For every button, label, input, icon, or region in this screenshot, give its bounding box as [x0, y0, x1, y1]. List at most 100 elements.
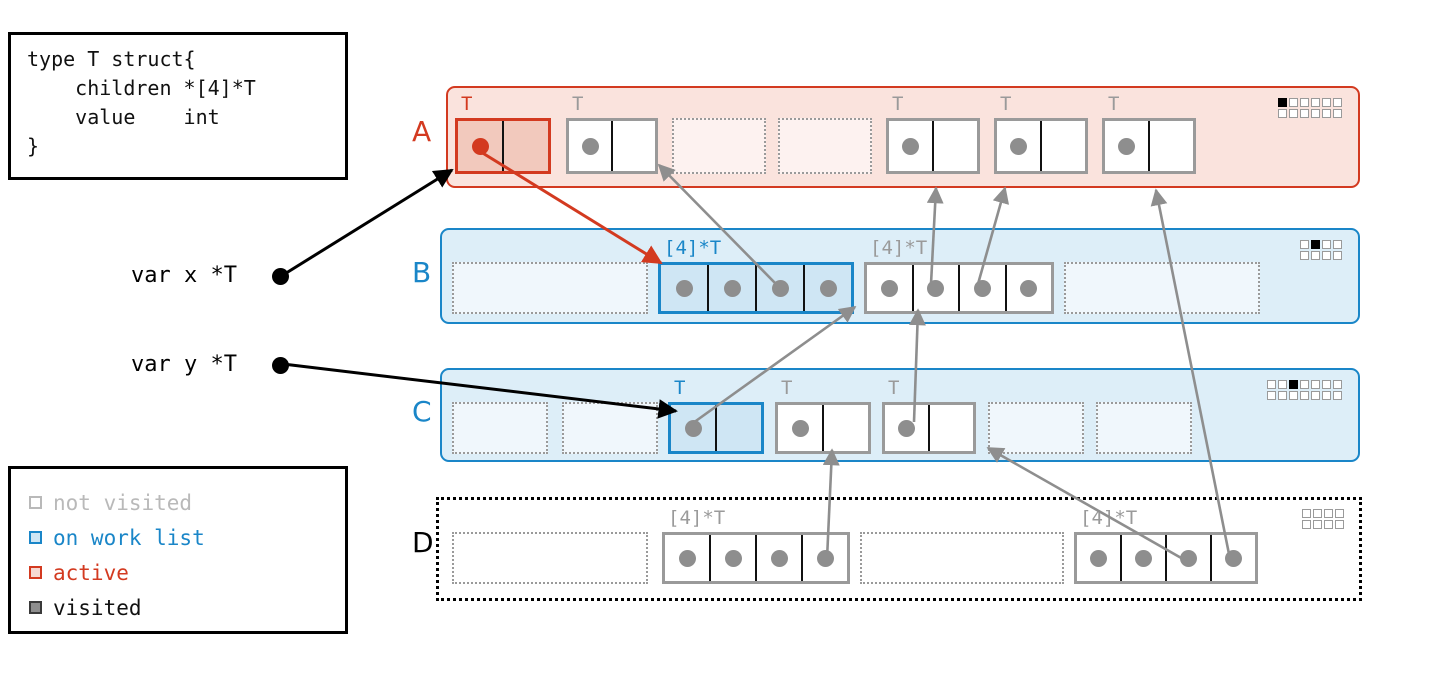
- indicator-cell: [1289, 391, 1298, 400]
- empty-slot: [452, 402, 548, 454]
- legend-item-on-work-list: on work list: [29, 520, 345, 555]
- array-element: [755, 265, 803, 311]
- row-label-b: B: [412, 256, 432, 289]
- empty-slot: [672, 118, 766, 174]
- row-progress-indicator-b: [1300, 240, 1342, 260]
- empty-slot: [452, 262, 648, 314]
- empty-slot: [1096, 402, 1192, 454]
- struct-cell-c2: [668, 402, 764, 454]
- pointer-dot: [1135, 549, 1152, 567]
- array-element: [803, 265, 851, 311]
- pointer-dot: [1118, 137, 1135, 155]
- pointer-array-b1: [658, 262, 854, 314]
- struct-pointer-field: [997, 121, 1042, 171]
- indicator-cell: [1333, 109, 1342, 118]
- array-element: [958, 265, 1005, 311]
- empty-slot: [860, 532, 1064, 584]
- pointer-dot: [1180, 549, 1197, 567]
- indicator-cell: [1300, 251, 1309, 260]
- pointer-dot: [1225, 549, 1242, 567]
- pointer-dot: [675, 279, 693, 297]
- pointer-array-d1: [662, 532, 850, 584]
- empty-slot: [988, 402, 1084, 454]
- var-y-pointer-dot: [272, 357, 289, 374]
- indicator-cell: [1289, 109, 1298, 118]
- indicator-cell: [1322, 251, 1331, 260]
- legend-label-active: active: [53, 560, 129, 585]
- type-label: [4]*T: [1080, 507, 1138, 529]
- struct-value-field: [930, 405, 973, 451]
- struct-value-field: [824, 405, 868, 451]
- empty-slot: [778, 118, 872, 174]
- array-element: [707, 265, 755, 311]
- indicator-cell: [1322, 109, 1331, 118]
- type-label: T: [461, 93, 473, 115]
- type-label: T: [1108, 93, 1120, 115]
- array-element: [801, 535, 847, 581]
- pointer-dot: [1090, 549, 1107, 567]
- indicator-cell: [1333, 391, 1342, 400]
- struct-definition-code: type T struct{ children *[4]*T value int…: [27, 47, 256, 158]
- struct-value-field: [934, 121, 977, 171]
- pointer-dot: [880, 279, 898, 297]
- indicator-cell: [1300, 240, 1309, 249]
- indicator-cell: [1311, 109, 1320, 118]
- indicator-cell: [1278, 380, 1287, 389]
- indicator-cell: [1278, 391, 1287, 400]
- legend-label-visited: visited: [53, 595, 142, 620]
- var-y-label: var y *T: [131, 352, 237, 377]
- empty-slot: [1064, 262, 1260, 314]
- type-label: [4]*T: [664, 237, 722, 259]
- array-element: [755, 535, 801, 581]
- legend-swatch-active: [29, 566, 42, 579]
- empty-slot: [452, 532, 648, 584]
- indicator-cell: [1289, 98, 1298, 107]
- pointer-dot: [1010, 137, 1027, 155]
- struct-pointer-field: [671, 405, 717, 451]
- pointer-dot: [581, 137, 599, 155]
- indicator-cell: [1324, 509, 1333, 518]
- type-label: T: [892, 93, 904, 115]
- struct-value-field: [613, 121, 655, 171]
- indicator-cell: [1300, 109, 1309, 118]
- struct-pointer-field: [569, 121, 613, 171]
- indicator-cell: [1302, 509, 1311, 518]
- legend-swatch-on-work-list: [29, 531, 42, 544]
- pointer-dot: [684, 419, 702, 437]
- type-label: [4]*T: [668, 507, 726, 529]
- legend-label-not-visited: not visited: [53, 490, 193, 515]
- row-label-c: C: [412, 395, 432, 428]
- pointer-dot: [816, 549, 834, 567]
- array-element: [709, 535, 755, 581]
- array-element: [661, 265, 707, 311]
- indicator-cell: [1311, 98, 1320, 107]
- struct-cell-a1: [566, 118, 658, 174]
- struct-pointer-field: [458, 121, 504, 171]
- pointer-dot: [1020, 279, 1038, 297]
- indicator-cell: [1322, 240, 1331, 249]
- array-element: [1210, 535, 1255, 581]
- pointer-dot: [723, 279, 741, 297]
- type-label: [4]*T: [870, 237, 928, 259]
- indicator-cell: [1311, 391, 1320, 400]
- struct-cell-c3: [775, 402, 871, 454]
- indicator-cell: [1289, 380, 1298, 389]
- indicator-cell: [1322, 391, 1331, 400]
- legend-swatch-visited: [29, 601, 42, 614]
- indicator-cell: [1278, 98, 1287, 107]
- indicator-cell: [1322, 98, 1331, 107]
- pointer-dot: [771, 279, 789, 297]
- type-label: T: [781, 377, 793, 399]
- indicator-cell: [1300, 391, 1309, 400]
- struct-pointer-field: [885, 405, 930, 451]
- legend-label-on-work-list: on work list: [53, 525, 205, 550]
- struct-cell-a6: [1102, 118, 1196, 174]
- var-x-label: var x *T: [131, 263, 237, 288]
- type-label: T: [888, 377, 900, 399]
- struct-definition-box: type T struct{ children *[4]*T value int…: [8, 32, 348, 180]
- indicator-cell: [1333, 380, 1342, 389]
- struct-value-field: [1150, 121, 1193, 171]
- struct-value-field: [717, 405, 761, 451]
- struct-value-field: [504, 121, 548, 171]
- struct-pointer-field: [889, 121, 934, 171]
